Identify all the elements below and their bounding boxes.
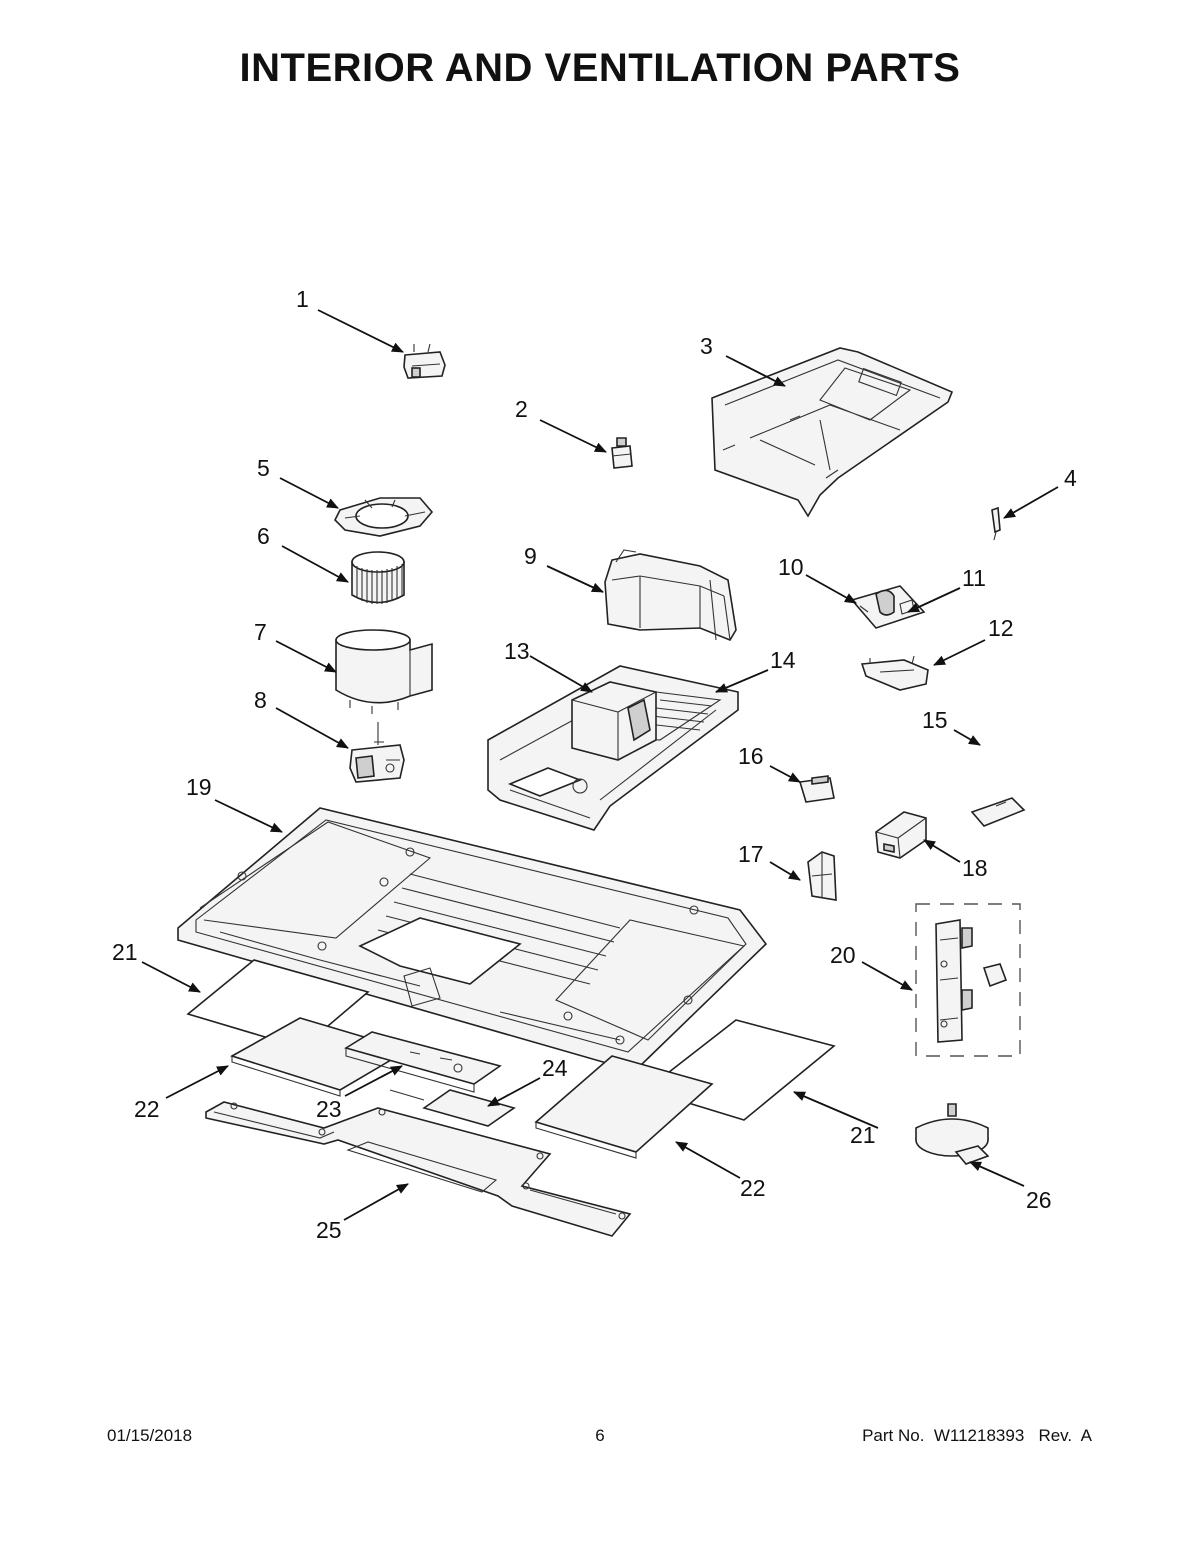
callout-4: 4 — [1064, 465, 1077, 491]
part-9-air-duct — [604, 549, 737, 641]
part-2-plug — [611, 437, 633, 469]
callout-22-right: 22 — [740, 1175, 766, 1201]
part-26-turntable-motor — [915, 1103, 990, 1165]
callout-13: 13 — [504, 638, 530, 664]
part-1-bracket — [403, 343, 446, 379]
callout-10: 10 — [778, 554, 804, 580]
part-15-small-board — [970, 797, 1026, 827]
part-10-11-circuit-board — [850, 585, 926, 629]
part-18-filter — [875, 811, 927, 859]
callout-11: 11 — [962, 565, 986, 591]
callout-20: 20 — [830, 942, 856, 968]
part-3-top-chassis — [711, 347, 954, 518]
callout-22-left: 22 — [134, 1096, 160, 1122]
part-20-latch-assembly — [915, 903, 1021, 1057]
part-4-clip — [991, 506, 1001, 541]
part-12-bracket — [860, 655, 929, 691]
callout-16: 16 — [738, 743, 764, 769]
leader-lines — [141, 309, 1059, 1221]
callout-23: 23 — [316, 1096, 342, 1122]
callout-25: 25 — [316, 1217, 342, 1243]
callout-18: 18 — [962, 855, 988, 881]
callout-21-right: 21 — [850, 1122, 876, 1148]
callout-6: 6 — [257, 523, 270, 549]
part-7-blower-housing — [335, 629, 433, 714]
callout-5: 5 — [257, 455, 270, 481]
callout-7: 7 — [254, 619, 267, 645]
callout-8: 8 — [254, 687, 267, 713]
part-5-motor-plate — [334, 497, 434, 537]
part-8-fan-motor — [349, 722, 405, 783]
callout-17: 17 — [738, 841, 764, 867]
callout-3: 3 — [700, 333, 713, 359]
part-16-relay — [798, 775, 835, 803]
callout-1: 1 — [296, 286, 309, 312]
callout-24: 24 — [542, 1055, 568, 1081]
callout-26: 26 — [1026, 1187, 1052, 1213]
part-6-blower-wheel — [351, 551, 405, 604]
part-17-bracket — [807, 851, 837, 901]
part-13-transformer — [571, 681, 657, 761]
part-23-light-bracket — [344, 1031, 502, 1093]
footer-part-number: Part No. W11218393 Rev. A — [862, 1426, 1092, 1445]
callout-12: 12 — [988, 615, 1014, 641]
part-19-cavity-frame — [177, 807, 768, 1067]
footer-date: 01/15/2018 — [107, 1426, 193, 1445]
part-25-vent-frame — [205, 1101, 632, 1237]
callout-19: 19 — [186, 774, 212, 800]
callout-14: 14 — [770, 647, 796, 673]
callout-labels: 1 2 3 4 5 6 7 8 9 10 11 12 13 14 15 16 1… — [112, 286, 1077, 1243]
footer-page-number: 6 — [595, 1426, 605, 1445]
callout-9: 9 — [524, 543, 537, 569]
callout-15: 15 — [922, 707, 948, 733]
page-title: INTERIOR AND VENTILATION PARTS — [239, 46, 961, 90]
part-24-panel — [389, 1089, 516, 1127]
callout-2: 2 — [515, 396, 528, 422]
callout-21-left: 21 — [112, 939, 138, 965]
part-22-right-cover — [534, 1055, 714, 1159]
